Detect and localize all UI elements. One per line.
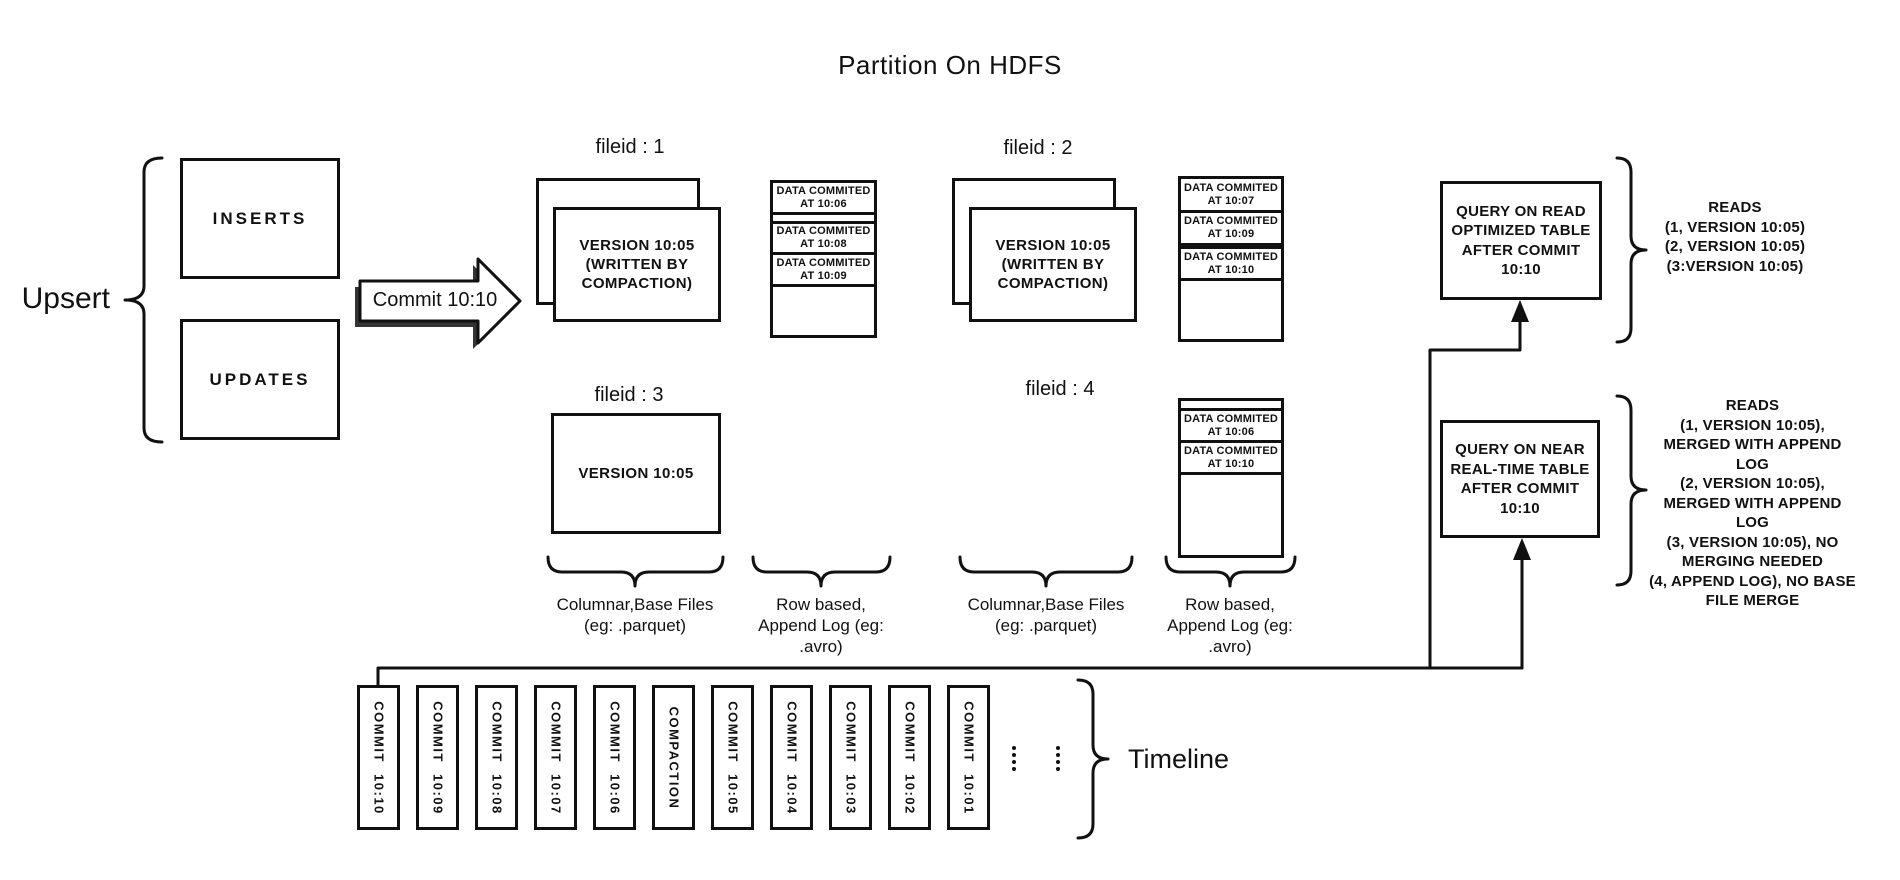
reads-read-optimized-text: READS (1, VERSION 10:05) (2, VERSION 10:… xyxy=(1664,199,1806,275)
timeline-box-commit-10-03: COMMIT 10:03 xyxy=(829,685,872,830)
row-based-label-1: Row based, Append Log (eg: .avro) xyxy=(758,595,884,656)
log-fileid-4: DATA COMMITED AT 10:06 DATA COMMITED AT … xyxy=(1178,398,1284,558)
updates-label: UPDATES xyxy=(209,369,311,389)
arrowhead-up-near-real-time-icon xyxy=(1513,538,1531,560)
fileid-1-label: fileid : 1 xyxy=(595,136,665,158)
timeline-box-commit-10-06: COMMIT 10:06 xyxy=(593,685,636,830)
timeline-entry-label: COMPACTION xyxy=(666,706,681,809)
fileid-2-version-box: VERSION 10:05 (WRITTEN BY COMPACTION) xyxy=(969,207,1137,322)
columnar-brace-1 xyxy=(546,555,725,588)
reads-near-real-time-text: READS (1, VERSION 10:05), MERGED WITH AP… xyxy=(1649,397,1856,609)
log-fileid-2: DATA COMMITED AT 10:07 DATA COMMITED AT … xyxy=(1178,176,1284,342)
timeline-brace xyxy=(1076,678,1110,840)
log-gap xyxy=(1181,401,1281,411)
fileid-4-label: fileid : 4 xyxy=(1025,378,1095,400)
log-cell: DATA COMMITED AT 10:09 xyxy=(773,255,874,287)
columnar-brace-2 xyxy=(958,555,1134,588)
updates-box: UPDATES xyxy=(180,319,340,440)
timeline-entry-label: COMMIT 10:07 xyxy=(548,700,563,815)
fileid-2-version-text: VERSION 10:05 (WRITTEN BY COMPACTION) xyxy=(995,237,1111,292)
columnar-label-2: Columnar,Base Files (eg: .parquet) xyxy=(967,595,1125,635)
timeline-entry-label: COMMIT 10:05 xyxy=(725,700,740,815)
fileid-1-version-box: VERSION 10:05 (WRITTEN BY COMPACTION) xyxy=(553,207,721,322)
timeline-box-commit-10-07: COMMIT 10:07 xyxy=(534,685,577,830)
inserts-box: INSERTS xyxy=(180,158,340,279)
log-gap xyxy=(773,215,874,224)
timeline-box-commit-10-08: COMMIT 10:08 xyxy=(475,685,518,830)
timeline-entry-label: COMMIT 10:08 xyxy=(489,700,504,815)
diagram-title: Partition On HDFS xyxy=(838,50,1062,80)
log-cell: DATA COMMITED AT 10:09 xyxy=(1181,213,1281,249)
query-read-optimized-box: QUERY ON READ OPTIMIZED TABLE AFTER COMM… xyxy=(1440,181,1602,300)
upsert-brace xyxy=(123,156,164,444)
inserts-label: INSERTS xyxy=(212,208,308,228)
fileid-3-label: fileid : 3 xyxy=(594,384,664,406)
query-read-optimized-text: QUERY ON READ OPTIMIZED TABLE AFTER COMM… xyxy=(1451,202,1591,279)
columnar-label-1: Columnar,Base Files (eg: .parquet) xyxy=(556,595,714,635)
arrowhead-up-read-optimized-icon xyxy=(1511,300,1529,322)
log-cell: DATA COMMITED AT 10:10 xyxy=(1181,443,1281,475)
timeline-ellipsis-dots-icon xyxy=(1012,746,1060,771)
log-cell: DATA COMMITED AT 10:06 xyxy=(1181,411,1281,443)
timeline-box-commit-10-10: COMMIT 10:10 xyxy=(357,685,400,830)
log-cell: DATA COMMITED AT 10:08 xyxy=(773,224,874,255)
timeline-entry-label: COMMIT 10:02 xyxy=(902,700,917,815)
timeline-entry-label: COMMIT 10:09 xyxy=(430,700,445,815)
timeline-connector-line xyxy=(376,666,1524,688)
row-based-brace-1 xyxy=(751,555,892,588)
timeline-entry-label: COMMIT 10:06 xyxy=(607,700,622,815)
timeline-box-compaction: COMPACTION xyxy=(652,685,695,830)
timeline-box-commit-10-01: COMMIT 10:01 xyxy=(947,685,990,830)
timeline-box-commit-10-09: COMMIT 10:09 xyxy=(416,685,459,830)
commit-arrow-label: Commit 10:10 xyxy=(372,289,498,311)
fileid-3-version-text: VERSION 10:05 xyxy=(578,465,694,482)
reads-brace-near-real-time xyxy=(1615,394,1648,587)
row-based-label-2: Row based, Append Log (eg: .avro) xyxy=(1167,595,1293,656)
query-near-real-time-box: QUERY ON NEAR REAL-TIME TABLE AFTER COMM… xyxy=(1440,420,1600,538)
fileid-2-label: fileid : 2 xyxy=(1003,137,1073,159)
row-based-brace-2 xyxy=(1164,555,1297,588)
log-fileid-1: DATA COMMITED AT 10:06 DATA COMMITED AT … xyxy=(770,180,877,338)
timeline-box-commit-10-05: COMMIT 10:05 xyxy=(711,685,754,830)
fileid-3-version-box: VERSION 10:05 xyxy=(551,413,721,534)
query-near-real-time-text: QUERY ON NEAR REAL-TIME TABLE AFTER COMM… xyxy=(1450,441,1590,517)
log-cell: DATA COMMITED AT 10:10 xyxy=(1181,249,1281,281)
reads-brace-read-optimized xyxy=(1615,156,1648,344)
timeline-entry-label: COMMIT 10:01 xyxy=(961,700,976,815)
log-cell: DATA COMMITED AT 10:06 xyxy=(773,183,874,215)
timeline-box-commit-10-02: COMMIT 10:02 xyxy=(888,685,931,830)
timeline-label: Timeline xyxy=(1128,744,1230,774)
timeline-entry-label: COMMIT 10:10 xyxy=(371,700,386,815)
fileid-1-version-text: VERSION 10:05 (WRITTEN BY COMPACTION) xyxy=(579,237,695,292)
upsert-label: Upsert xyxy=(21,282,110,315)
timeline-entry-label: COMMIT 10:03 xyxy=(843,700,858,815)
timeline-box-commit-10-04: COMMIT 10:04 xyxy=(770,685,813,830)
log-cell: DATA COMMITED AT 10:07 xyxy=(1181,179,1281,213)
timeline-entry-label: COMMIT 10:04 xyxy=(784,700,799,815)
